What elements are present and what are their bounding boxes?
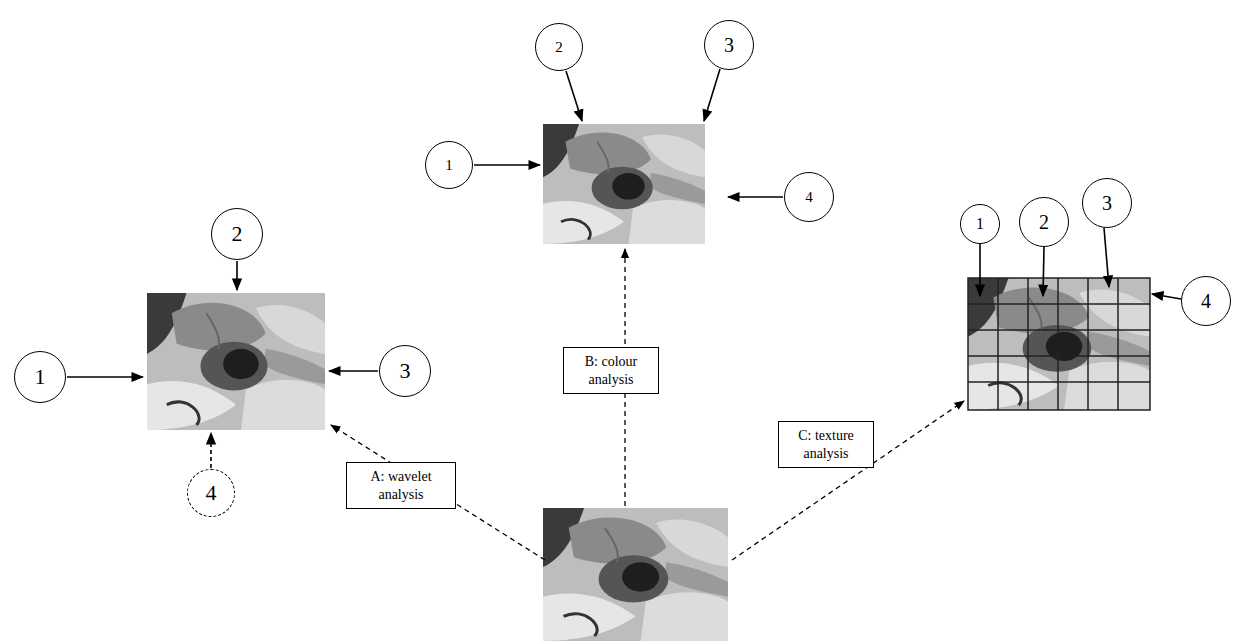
leader-line [210, 433, 212, 468]
analysis-label-box: B: colour analysis [563, 347, 659, 394]
texture-arrow [732, 401, 964, 560]
source-image [543, 508, 728, 641]
colour-image [543, 124, 705, 244]
analysis-label: C: texture analysis [785, 427, 867, 462]
callout-circle: 4 [1181, 276, 1231, 326]
callout-circle: 2 [1019, 197, 1069, 247]
leader-line [236, 261, 238, 290]
analysis-label: B: colour analysis [570, 353, 652, 388]
wavelet-image [147, 293, 325, 430]
callout-circle: 2 [535, 23, 583, 71]
leader-line [67, 376, 143, 378]
callout-leaders [67, 69, 1181, 468]
callout-number: 1 [445, 157, 453, 174]
callout-circle: 1 [14, 351, 66, 403]
callout-number: 3 [400, 358, 411, 384]
callout-number: 2 [1039, 211, 1049, 234]
grid-lines [968, 278, 1150, 410]
leader-line [704, 69, 720, 121]
callout-number: 4 [805, 189, 813, 206]
leader-line [1152, 294, 1181, 299]
callout-number: 2 [555, 39, 563, 56]
callout-circle: 1 [425, 141, 473, 189]
leader-line [474, 164, 540, 166]
texture-grid [968, 278, 1150, 410]
texture-image [968, 278, 1150, 410]
callout-number: 1 [976, 215, 984, 233]
callout-number: 1 [35, 364, 46, 390]
leader-line [329, 370, 378, 372]
callout-number: 4 [1201, 290, 1211, 313]
callout-circle: 4 [187, 469, 235, 517]
callout-number: 3 [1102, 192, 1112, 215]
leader-line [1043, 247, 1044, 296]
analysis-label-box: C: texture analysis [778, 421, 874, 468]
callout-number: 3 [724, 34, 734, 57]
analysis-arrows [331, 249, 964, 560]
callout-circle: 4 [784, 172, 834, 222]
callout-number: 4 [206, 480, 217, 506]
leader-line [728, 196, 783, 198]
leader-line [979, 244, 981, 296]
callout-circle: 3 [1082, 178, 1132, 228]
callout-circle: 3 [704, 20, 754, 70]
analysis-label-box: A: wavelet analysis [346, 462, 456, 509]
leader-line [1104, 228, 1109, 287]
callout-circle: 2 [211, 208, 263, 260]
callout-circle: 1 [960, 204, 1000, 244]
callout-circle: 3 [379, 345, 431, 397]
grid-border [968, 278, 1150, 410]
leader-line [566, 71, 582, 121]
wavelet-arrow [331, 425, 545, 560]
analysis-label: A: wavelet analysis [353, 468, 449, 503]
callout-number: 2 [232, 221, 243, 247]
